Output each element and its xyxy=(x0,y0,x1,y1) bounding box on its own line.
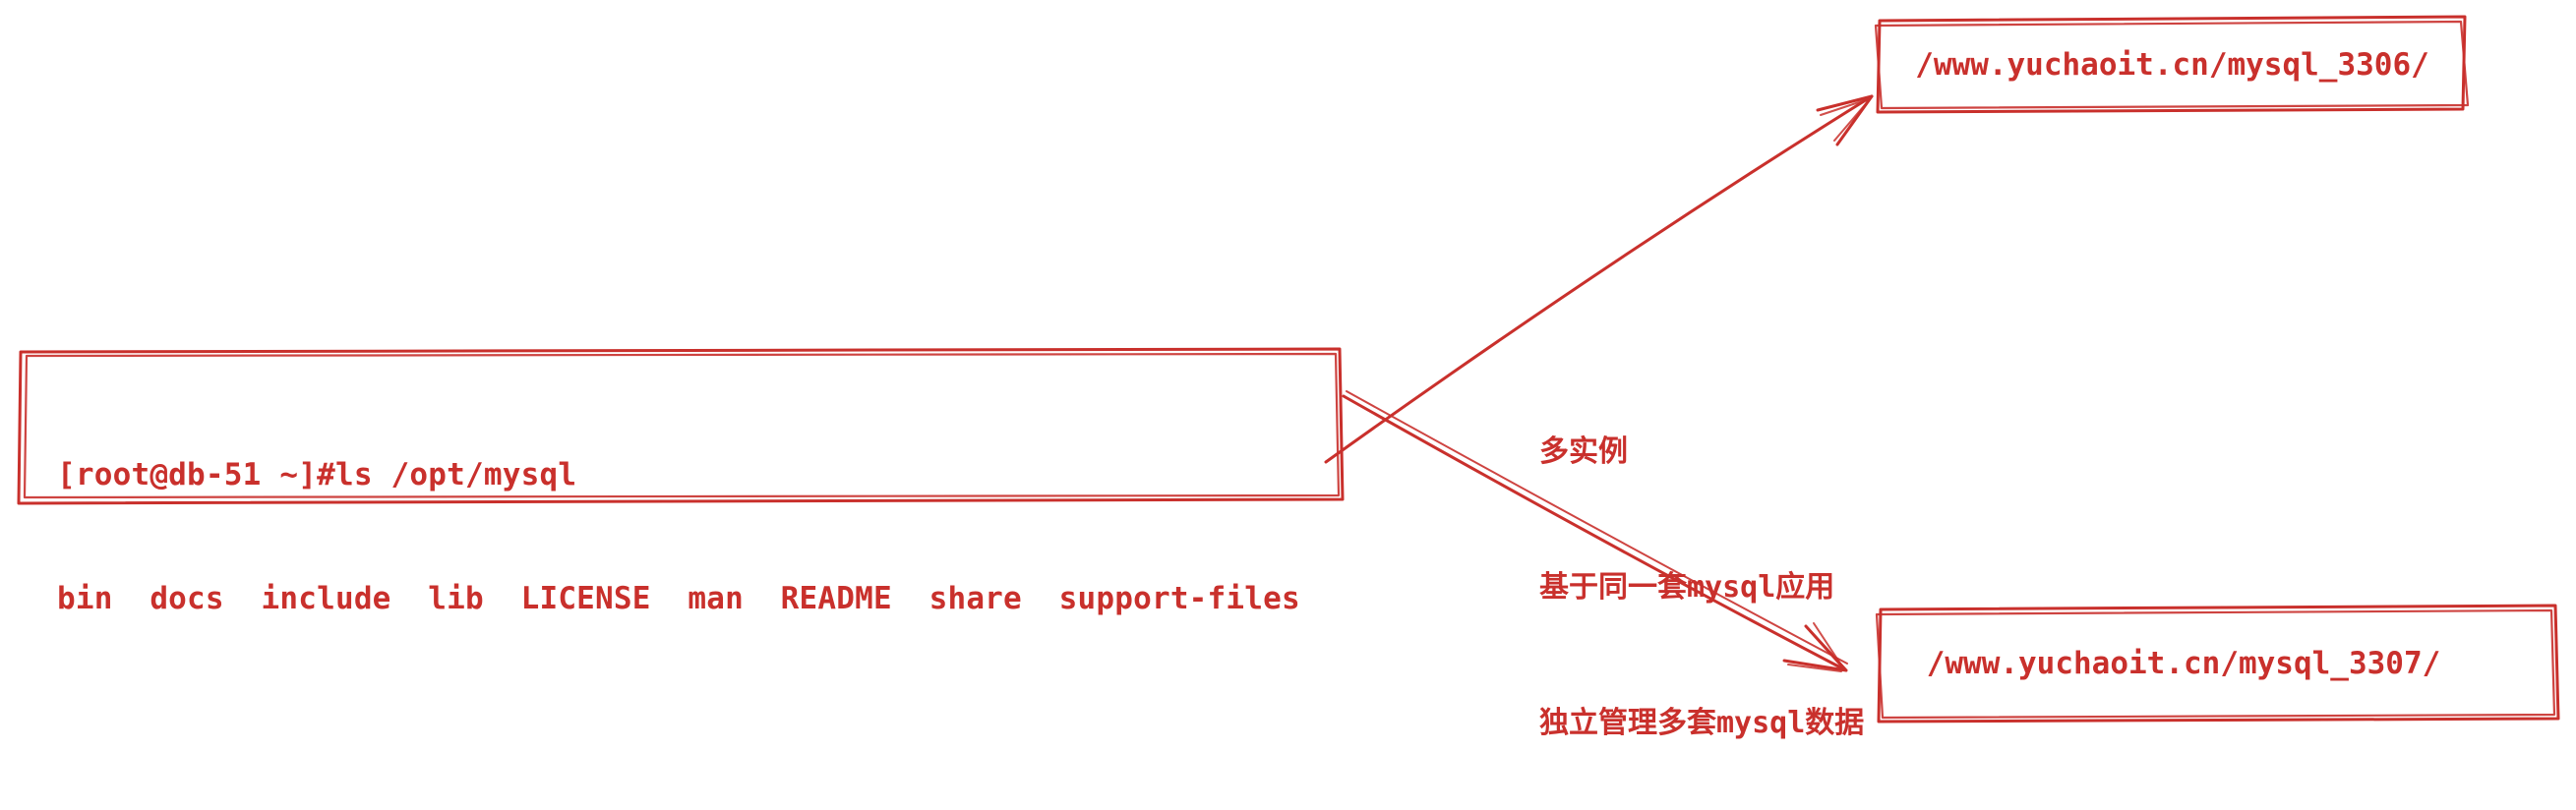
annotation-line-3: 独立管理多套mysql数据 xyxy=(1539,706,1865,740)
terminal-output: [root@db-51 ~]#ls /opt/mysql bin docs in… xyxy=(57,372,1300,702)
terminal-output-line-1: [root@db-51 ~]#ls /opt/mysql xyxy=(57,457,577,492)
mysql-3307-path-label: /www.yuchaoit.cn/mysql_3307/ xyxy=(1926,646,2441,681)
annotation-line-2: 基于同一套mysql应用 xyxy=(1539,570,1835,605)
arrow-to-mysql-3306-arrowhead xyxy=(1816,94,1874,146)
terminal-output-line-2: bin docs include lib LICENSE man README … xyxy=(57,581,1300,616)
annotation-line-1: 多实例 xyxy=(1539,434,1628,469)
mysql-3307-node: /www.yuchaoit.cn/mysql_3307/ xyxy=(1879,607,2557,721)
mysql-3306-node: /www.yuchaoit.cn/mysql_3306/ xyxy=(1878,18,2467,111)
mysql-3306-path-label: /www.yuchaoit.cn/mysql_3306/ xyxy=(1915,46,2429,83)
multi-instance-annotation: 多实例 基于同一套mysql应用 独立管理多套mysql数据 xyxy=(1539,339,1864,810)
arrow-to-mysql-3306-arrowhead-overdraw xyxy=(1820,97,1870,142)
